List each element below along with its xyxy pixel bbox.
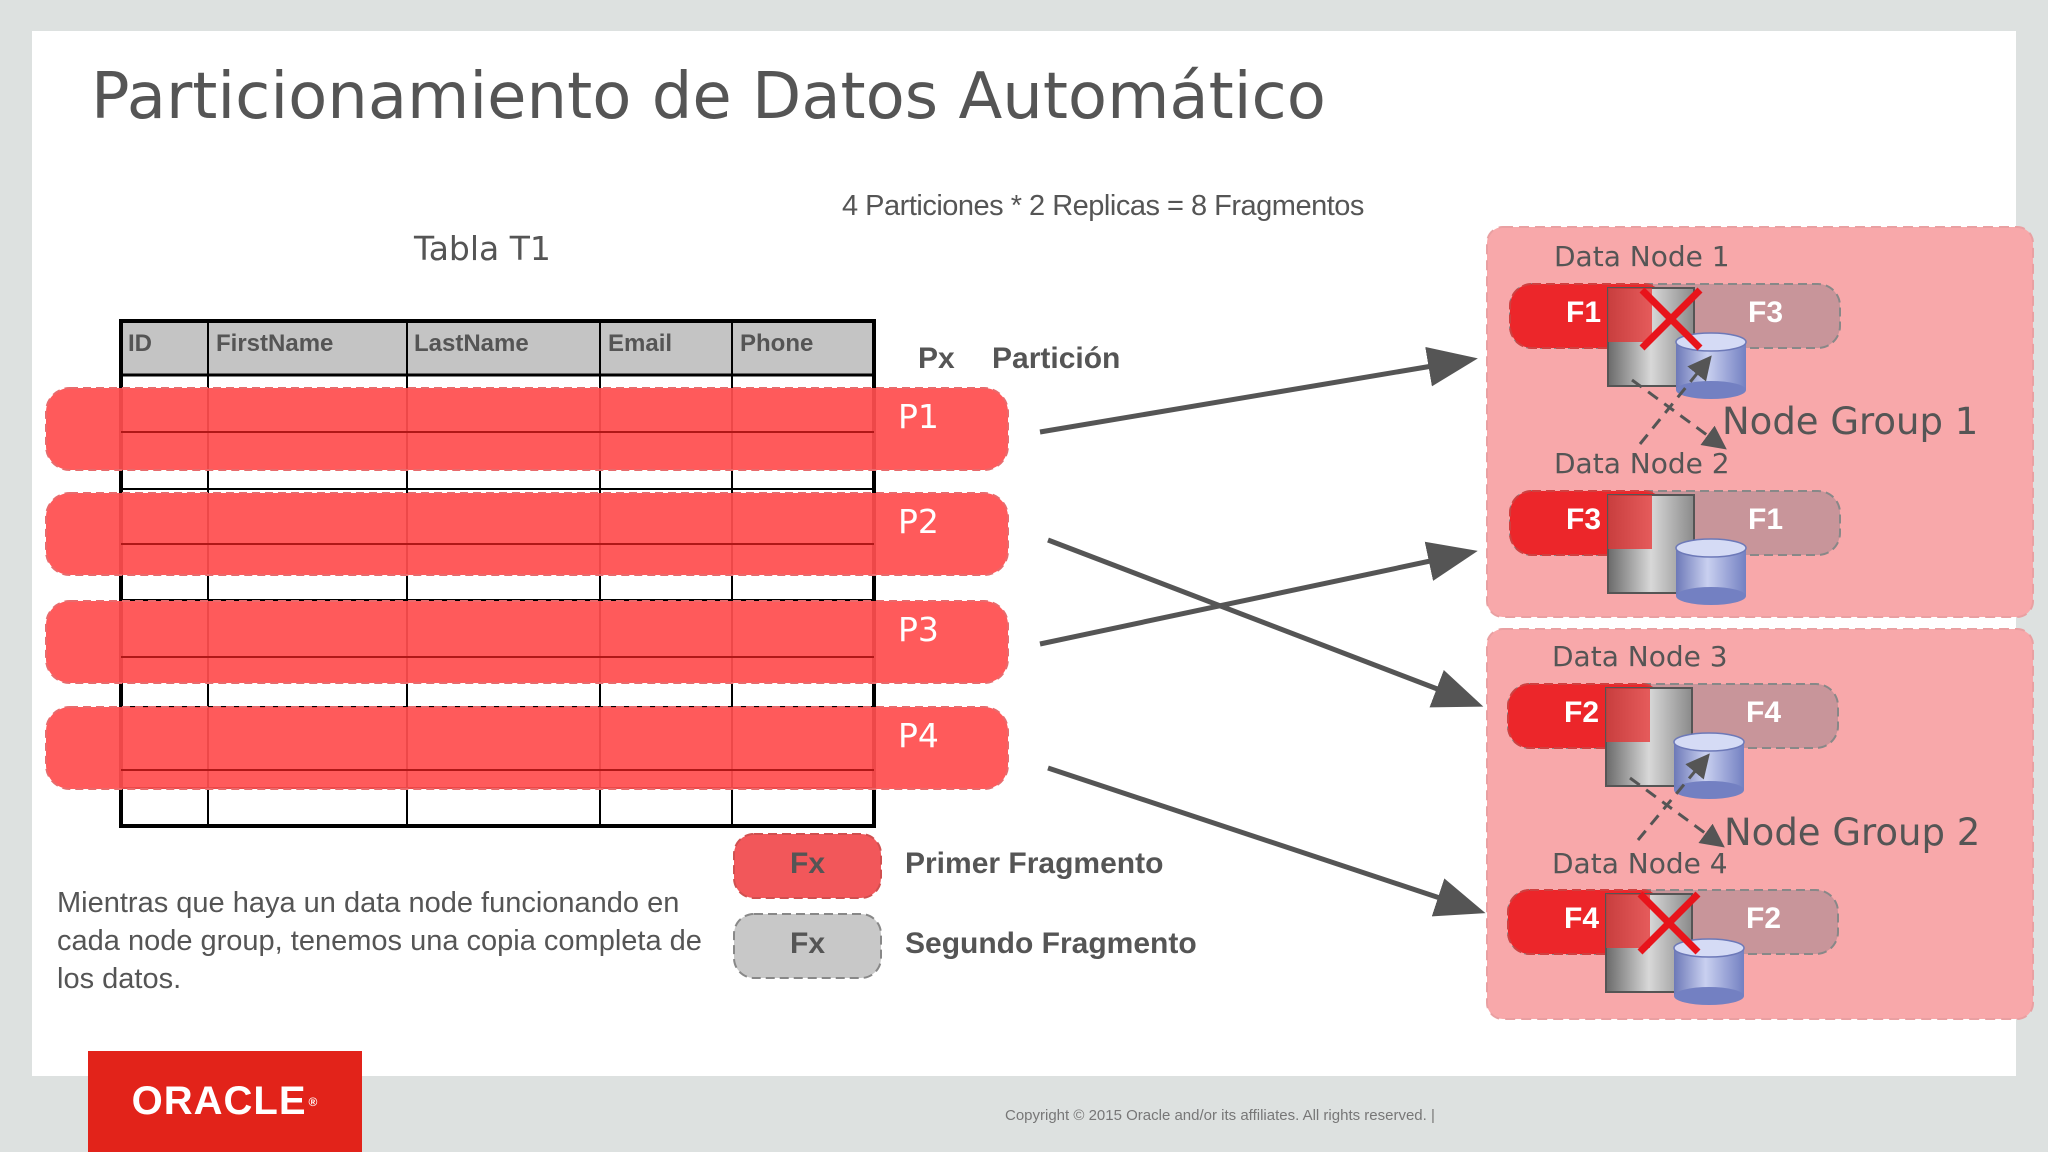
legend-primary-swatch (733, 833, 882, 899)
legend-primary-label: Primer Fragmento (905, 847, 1164, 880)
arrow-p3 (1039, 541, 1478, 647)
database-icon (1675, 332, 1747, 399)
partition-label-p2: P2 (898, 502, 939, 541)
replication-arrows-2 (1629, 753, 1725, 848)
legend-primary-swatch-label: Fx (790, 847, 826, 880)
fragment-equation: 4 Particiones * 2 Replicas = 8 Fragmento… (842, 190, 1364, 222)
partition-band-p4 (45, 706, 1009, 790)
data-node-3-label: Data Node 3 (1552, 640, 1728, 673)
partition-band-p3 (45, 600, 1009, 684)
replication-arrows-1 (1631, 355, 1727, 450)
legend-secondary-swatch-label: Fx (790, 927, 826, 960)
data-node-3-secondary: F4 (1746, 696, 1782, 729)
arrow-p4 (1047, 765, 1486, 917)
data-node-4-label: Data Node 4 (1552, 847, 1728, 880)
data-node-4-graphics (1507, 889, 1839, 1005)
data-node-1-label: Data Node 1 (1554, 240, 1730, 273)
data-node-2-label: Data Node 2 (1554, 447, 1730, 480)
column-header-firstname: FirstName (216, 330, 334, 357)
slide-title: Particionamiento de Datos Automático (91, 60, 1326, 134)
data-node-1-graphics (1509, 283, 1841, 399)
partition-band-p2 (45, 492, 1009, 576)
explanatory-note: Mientras que haya un data node funcionan… (57, 887, 702, 995)
column-header-lastname: LastName (414, 330, 529, 357)
node-group-1-label: Node Group 1 (1722, 400, 1979, 443)
legend-secondary-swatch (733, 913, 882, 979)
failure-x-icon (1637, 891, 1701, 955)
column-header-phone: Phone (740, 330, 814, 357)
table-title: Tabla T1 (414, 229, 551, 268)
partition-label-p4: P4 (898, 716, 939, 755)
data-node-1-secondary: F3 (1748, 296, 1784, 329)
partition-bands (45, 387, 1009, 790)
data-node-3-graphics (1507, 683, 1839, 799)
data-node-2-graphics (1509, 490, 1841, 605)
data-node-2-secondary: F1 (1748, 503, 1784, 536)
legend-secondary-label: Segundo Fragmento (905, 927, 1197, 960)
data-node-4-primary: F4 (1564, 902, 1600, 935)
partition-header-name: Partición (992, 342, 1121, 375)
database-icon (1673, 732, 1745, 799)
failure-x-icon (1639, 287, 1703, 351)
partition-label-p1: P1 (898, 397, 939, 436)
oracle-logo: ORACLE® (88, 1051, 362, 1152)
partition-row-lines (121, 431, 874, 771)
column-header-email: Email (608, 330, 673, 357)
partition-header-px: Px (918, 342, 955, 375)
data-node-4-secondary: F2 (1746, 902, 1782, 935)
data-node-1-primary: F1 (1566, 296, 1602, 329)
data-node-2-primary: F3 (1566, 503, 1602, 536)
data-node-3-primary: F2 (1564, 696, 1600, 729)
partition-label-p3: P3 (898, 610, 939, 649)
partition-band-p1 (45, 387, 1009, 471)
database-icon (1673, 938, 1745, 1005)
node-group-2-label: Node Group 2 (1724, 811, 1981, 854)
column-header-id: ID (128, 330, 152, 357)
copyright-notice: Copyright © 2015 Oracle and/or its affil… (1005, 1107, 1435, 1124)
partition-arrows (1039, 346, 1486, 917)
database-icon (1675, 538, 1747, 605)
arrow-p2 (1047, 537, 1484, 708)
arrow-p1 (1039, 346, 1478, 435)
